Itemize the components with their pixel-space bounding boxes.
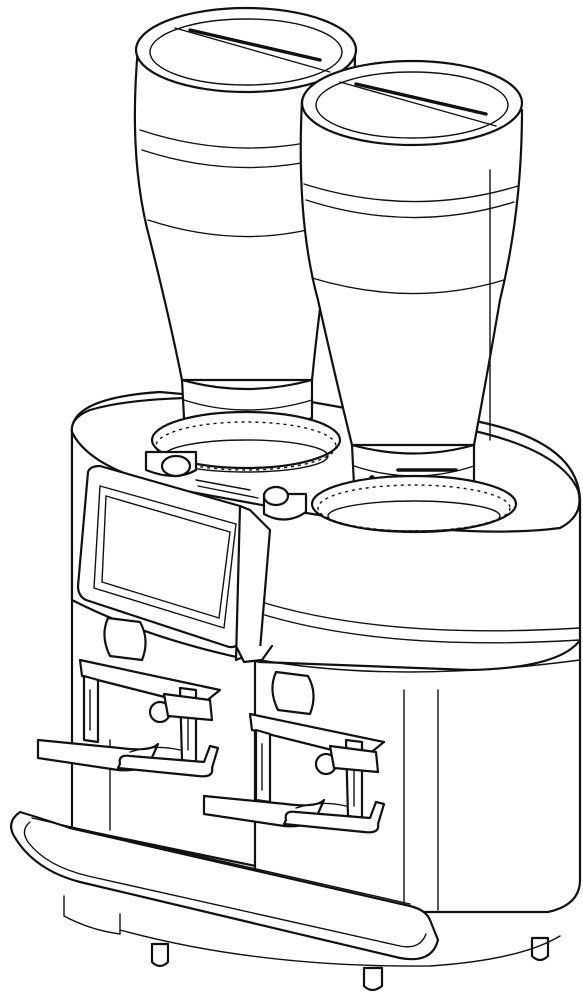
right-portafilter-holder [202, 670, 386, 834]
drip-tray [9, 810, 440, 961]
left-portafilter-holder [36, 616, 222, 778]
right-hopper [299, 59, 524, 534]
touch-display [76, 464, 274, 664]
feet [119, 929, 561, 992]
adjustment-knobs [144, 450, 308, 521]
display-screen [101, 495, 231, 619]
